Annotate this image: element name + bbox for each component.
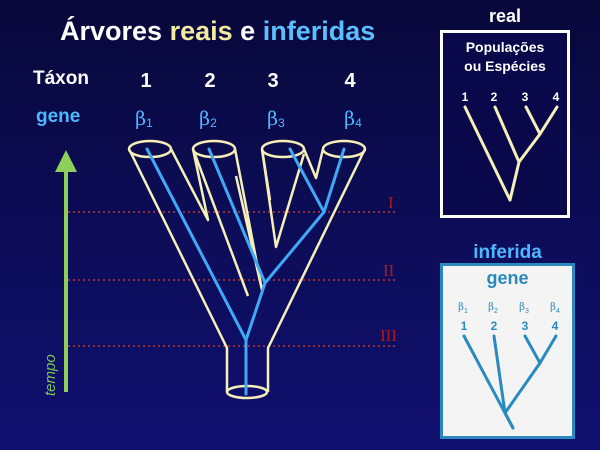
inferred-leaf-1: 1 xyxy=(460,319,468,333)
inferred-gene-1-symbol: β xyxy=(458,302,464,313)
inferred-gene-2: β2 xyxy=(484,302,502,315)
gene-beta-1-label: β1 xyxy=(124,108,164,130)
gene-beta-4-subscript: 4 xyxy=(355,116,362,130)
gene-row-label: gene xyxy=(36,106,81,127)
inferred-panel-subtitle: gene xyxy=(486,268,529,288)
inferred-gene-2-subscript: 2 xyxy=(493,308,498,315)
species-tubes xyxy=(127,139,367,400)
inferred-leaf-2: 2 xyxy=(490,319,498,333)
gene-tree xyxy=(145,147,346,396)
title-word-2: reais xyxy=(169,16,233,46)
gene-lineage-root xyxy=(244,281,267,396)
title-word-1: Árvores xyxy=(60,16,163,46)
inferred-gene-4-subscript: 4 xyxy=(555,308,560,315)
time-arrow-head xyxy=(55,150,77,172)
gene-beta-3-label: β3 xyxy=(256,108,296,130)
tube-inner-3-left xyxy=(260,148,272,201)
real-branch-1 xyxy=(463,105,512,202)
slide-title: Árvores reais e inferidas xyxy=(60,16,375,47)
taxon-2-label: 2 xyxy=(204,70,216,92)
gene-beta-4-label: β4 xyxy=(333,108,373,130)
gene-beta-4-symbol: β xyxy=(344,108,356,130)
tube-outer-right xyxy=(266,148,367,392)
gene-beta-2-label: β2 xyxy=(188,108,228,130)
gene-lineage-2 xyxy=(207,147,267,285)
time-label-III: III xyxy=(380,326,397,345)
gene-beta-2-subscript: 2 xyxy=(210,116,217,130)
gene-beta-2-symbol: β xyxy=(199,108,211,130)
inferred-branch-4-and-spine xyxy=(503,334,558,430)
gene-lineage-4 xyxy=(322,147,346,214)
time-label-II: II xyxy=(383,261,395,280)
real-leaf-2: 2 xyxy=(490,90,498,104)
real-panel-subtitle-line-1: Populações xyxy=(465,39,545,55)
tube-outer-left xyxy=(127,148,229,392)
gene-beta-3-symbol: β xyxy=(267,108,279,130)
gene-beta-1-symbol: β xyxy=(135,108,147,130)
tube-inner-2-left xyxy=(191,148,250,297)
taxon-row-label: Táxon xyxy=(33,68,89,89)
inferred-gene-4-symbol: β xyxy=(550,302,556,313)
real-panel-subtitle-line-2: ou Espécies xyxy=(464,58,546,74)
tube-opening-3 xyxy=(260,139,306,159)
inferred-leaf-4: 4 xyxy=(551,319,559,333)
real-panel-subtitle: Populações ou Espécies xyxy=(440,38,570,76)
title-word-3: e xyxy=(240,16,256,46)
real-leaf-3: 3 xyxy=(521,90,529,104)
inferred-gene-1: β1 xyxy=(454,302,472,315)
title-word-4: inferidas xyxy=(262,16,376,46)
inferred-gene-tree xyxy=(462,334,558,430)
tube-crotch-1-2 xyxy=(169,148,210,222)
inferred-branch-3 xyxy=(523,334,542,365)
inferred-leaf-3: 3 xyxy=(521,319,529,333)
inferred-gene-3: β3 xyxy=(515,302,533,315)
real-branch-3 xyxy=(524,105,542,136)
time-axis-label: tempo xyxy=(42,354,59,396)
gene-beta-3-subscript: 3 xyxy=(278,116,285,130)
real-panel-title: real xyxy=(488,6,522,26)
gene-beta-1-subscript: 1 xyxy=(146,116,153,130)
inferred-gene-4: β4 xyxy=(546,302,564,315)
inferred-gene-3-subscript: 3 xyxy=(524,308,529,315)
time-label-I: I xyxy=(388,193,394,212)
tube-opening-2 xyxy=(191,139,237,159)
tube-crotch-3-4 xyxy=(302,148,325,180)
real-species-tree xyxy=(463,105,559,202)
inferred-panel-title: inferida xyxy=(473,242,542,263)
real-leaf-4: 4 xyxy=(552,90,560,104)
inferred-gene-2-symbol: β xyxy=(488,302,494,313)
real-branch-4-and-spine xyxy=(508,105,559,202)
taxon-1-label: 1 xyxy=(140,70,152,92)
inferred-branch-2 xyxy=(492,334,507,415)
inferred-gene-3-symbol: β xyxy=(519,302,525,313)
real-leaf-1: 1 xyxy=(461,90,469,104)
inferred-gene-1-subscript: 1 xyxy=(463,308,468,315)
taxon-3-label: 3 xyxy=(267,70,279,92)
gene-lineage-3 xyxy=(263,147,326,285)
taxon-4-label: 4 xyxy=(344,70,356,92)
gene-lineage-1 xyxy=(145,147,248,342)
real-branch-2 xyxy=(493,105,521,164)
